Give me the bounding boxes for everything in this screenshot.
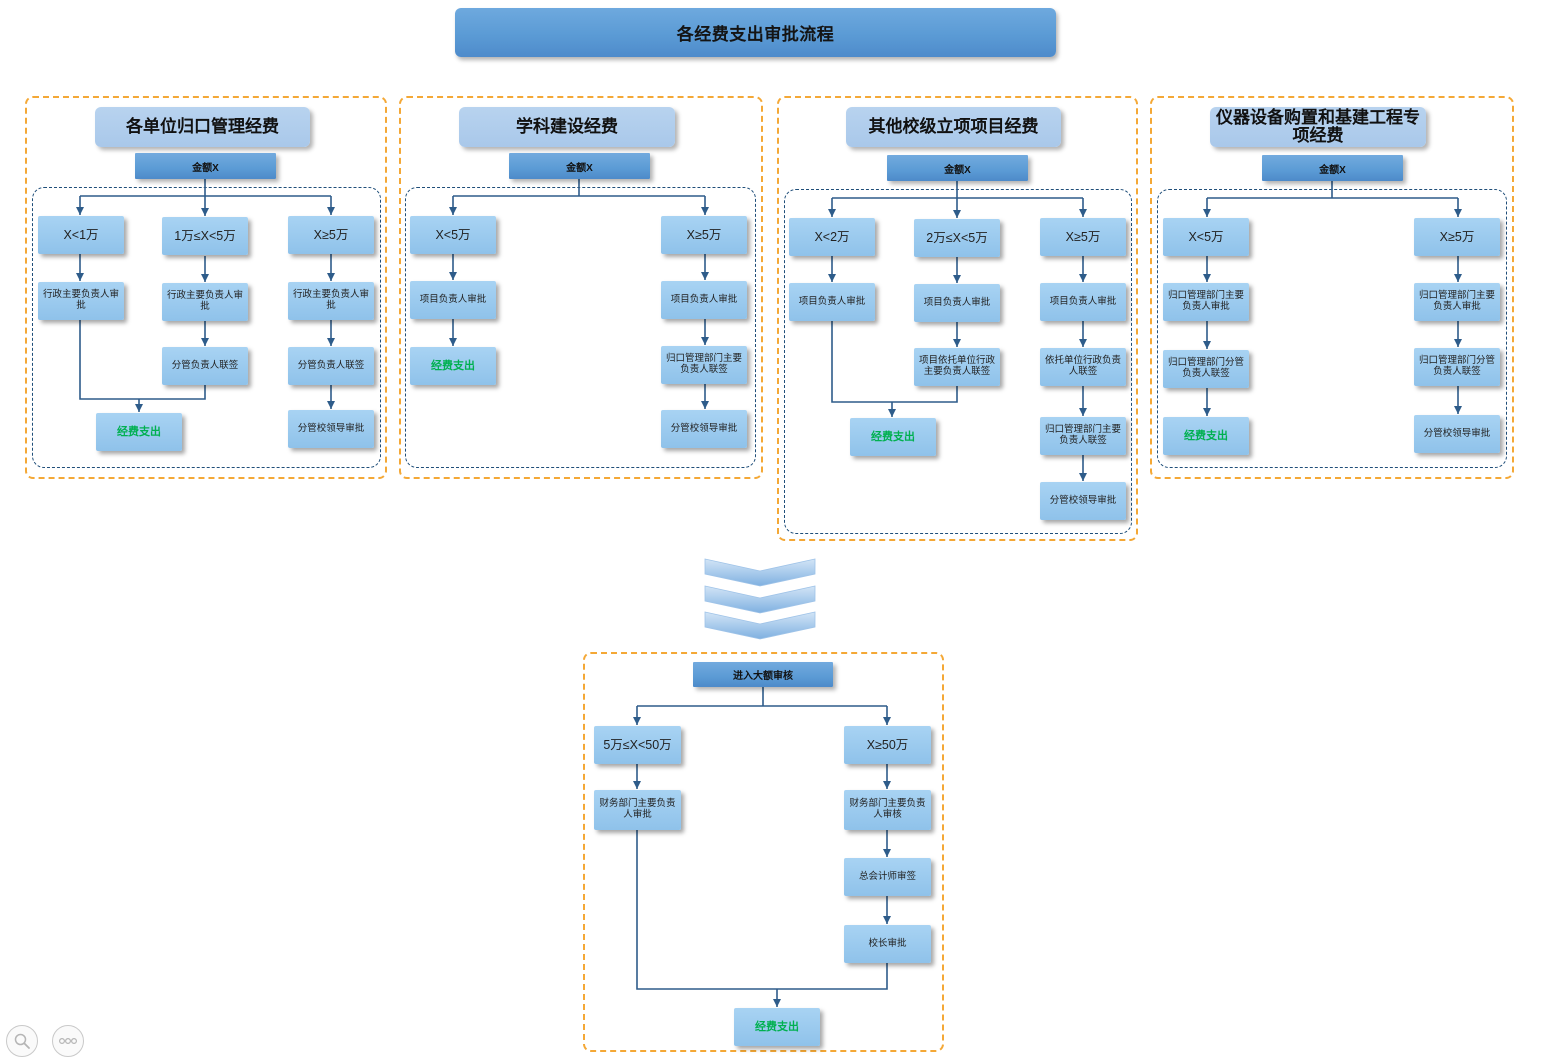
panel3-condition-2: 2万≤X<5万 <box>914 219 1000 257</box>
panel4-condition-2: X≥5万 <box>1414 218 1500 256</box>
panel1-amount-node: 金额X <box>135 153 276 179</box>
more-options-icon <box>58 1037 78 1045</box>
panel4-branch1-step1: 归口管理部门主要负责人审批 <box>1163 283 1249 321</box>
panel2-frame <box>399 96 763 479</box>
panel3-branch3-step3: 归口管理部门主要负责人联签 <box>1040 417 1126 455</box>
panel1-branch3-step1: 行政主要负责人审批 <box>288 282 374 320</box>
panel3-condition-1: X<2万 <box>789 218 875 256</box>
panel4-branch2-step2: 归口管理部门分管负责人联签 <box>1414 348 1500 386</box>
more-options-button[interactable] <box>52 1025 84 1057</box>
large-review-branch2-step2: 总会计师审签 <box>844 858 931 896</box>
large-review-frame <box>583 652 944 1052</box>
panel3-title: 其他校级立项项目经费 <box>846 107 1061 147</box>
panel4-amount-node: 金额X <box>1262 155 1403 181</box>
merge-connector <box>831 321 958 403</box>
panel1-branch3-step2: 分管负责人联签 <box>288 347 374 385</box>
panel3-amount-node: 金额X <box>887 155 1028 181</box>
panel1-branch-group <box>32 187 381 468</box>
large-review-connectors <box>633 687 891 1007</box>
panel3-branch3-step1: 项目负责人审批 <box>1040 283 1126 321</box>
zoom-button[interactable] <box>6 1025 38 1057</box>
panel4-title: 仪器设备购置和基建工程专项经费 <box>1210 107 1426 147</box>
panel3-connectors <box>828 181 1087 481</box>
panel2-amount-node: 金额X <box>509 153 650 179</box>
panel3-branch1-step1: 项目负责人审批 <box>789 283 875 321</box>
panel3-frame <box>777 96 1138 541</box>
panel2-connectors <box>449 179 709 409</box>
panel1-condition-3: X≥5万 <box>288 216 374 254</box>
large-review-condition-1: 5万≤X<50万 <box>594 726 681 764</box>
panel3-branch2-step1: 项目负责人审批 <box>914 284 1000 322</box>
large-review-result-node: 经费支出 <box>734 1008 820 1046</box>
merge-connector <box>636 830 888 990</box>
merge-connector <box>79 320 206 400</box>
panel2-branch-group <box>405 187 756 468</box>
large-review-condition-2: X≥50万 <box>844 726 931 764</box>
panel1-condition-1: X<1万 <box>38 216 124 254</box>
panel4-condition-1: X<5万 <box>1163 218 1249 256</box>
panel4-branch2-step3: 分管校领导审批 <box>1414 415 1500 453</box>
large-review-branch2-step3: 校长审批 <box>844 925 931 963</box>
panel1-result-node: 经费支出 <box>96 413 182 451</box>
panel3-branch3-step4: 分管校领导审批 <box>1040 482 1126 520</box>
panel2-title: 学科建设经费 <box>459 107 675 147</box>
panel4-connectors <box>1203 181 1462 416</box>
panel3-branch-group <box>784 189 1132 534</box>
page-title: 各经费支出审批流程 <box>455 8 1056 57</box>
panel2-branch2-step3: 分管校领导审批 <box>661 410 747 448</box>
panel1-branch2-step2: 分管负责人联签 <box>162 347 248 385</box>
panel2-branch1-step1: 项目负责人审批 <box>410 281 496 319</box>
panel2-condition-1: X<5万 <box>410 216 496 254</box>
panel3-branch3-step2: 依托单位行政负责人联签 <box>1040 348 1126 386</box>
panel4-branch2-step1: 归口管理部门主要负责人审批 <box>1414 283 1500 321</box>
chevron-down-icon <box>704 585 816 614</box>
panel4-branch1-step2: 归口管理部门分管负责人联签 <box>1163 350 1249 388</box>
large-review-title: 进入大额审核 <box>693 662 833 687</box>
search-icon <box>14 1033 30 1049</box>
panel2-condition-2: X≥5万 <box>661 216 747 254</box>
down-chevrons <box>704 558 816 640</box>
panel2-result-node: 经费支出 <box>410 347 496 385</box>
panel3-condition-3: X≥5万 <box>1040 218 1126 256</box>
panel4-frame <box>1150 96 1514 479</box>
panel1-title: 各单位归口管理经费 <box>95 107 310 147</box>
large-review-branch2-step1: 财务部门主要负责人审核 <box>844 790 931 830</box>
panel1-condition-2: 1万≤X<5万 <box>162 217 248 255</box>
panel2-branch2-step2: 归口管理部门主要负责人联签 <box>661 346 747 384</box>
panel3-branch2-step2: 项目依托单位行政主要负责人联签 <box>914 348 1000 386</box>
panel1-branch2-step1: 行政主要负责人审批 <box>162 283 248 321</box>
panel1-frame <box>25 96 387 479</box>
panel2-branch2-step1: 项目负责人审批 <box>661 281 747 319</box>
chevron-down-icon <box>704 558 816 587</box>
panel3-result-node: 经费支出 <box>850 418 936 456</box>
panel1-branch1-step1: 行政主要负责人审批 <box>38 282 124 320</box>
panel1-branch3-step3: 分管校领导审批 <box>288 410 374 448</box>
panel4-result-node: 经费支出 <box>1163 417 1249 455</box>
large-review-branch1-step1: 财务部门主要负责人审批 <box>594 790 681 830</box>
panel1-connectors <box>76 179 335 412</box>
chevron-down-icon <box>704 611 816 640</box>
